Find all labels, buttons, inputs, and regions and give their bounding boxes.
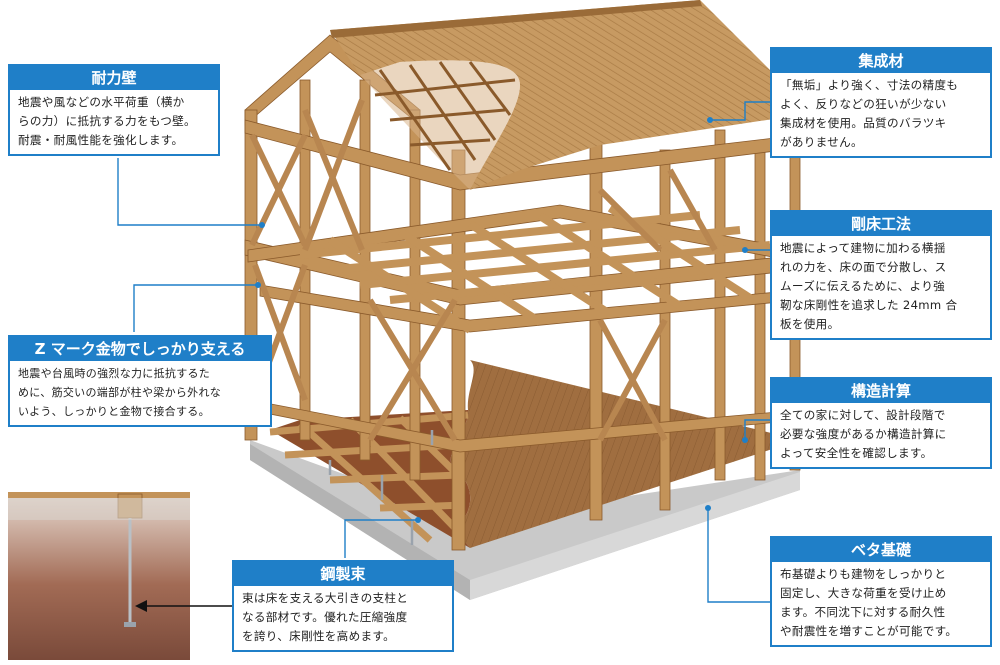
callout-line: いよう、しっかりと金物で接合する。 [18, 405, 210, 418]
callout-line: 必要な強度があるか構造計算に [780, 427, 947, 441]
callout-line: 地震によって建物に加わる横揺 [780, 241, 946, 255]
callout-line: ムーズに伝えるために、より強 [780, 279, 946, 293]
callout-body: 「無垢」より強く、寸法の精度も よく、反りなどの狂いが少ない 集成材を使用。品質… [772, 73, 990, 156]
callout-body: 布基礎よりも建物をしっかりと 固定し、大きな荷重を受け止め ます。不同沈下に対す… [772, 562, 990, 645]
callout-line: 固定し、大きな荷重を受け止め [780, 586, 947, 600]
callout-line: 地震や台風時の強烈な力に抵抗するた [18, 367, 211, 380]
callout-rigid-floor: 剛床工法 地震によって建物に加わる横揺 れの力を、床の面で分散し、ス ムーズに伝… [770, 210, 992, 340]
callout-structural-calc: 構造計算 全ての家に対して、設計段階で 必要な強度があるか構造計算に よって安全… [770, 377, 992, 469]
callout-line: 集成材を使用。品質のバラツキ [780, 116, 947, 130]
callout-line: めに、筋交いの端部が柱や梁から外れな [18, 386, 222, 399]
callout-line: 靭な床剛性を追求した 24mm 合 [780, 298, 958, 312]
callout-line: がありません。 [780, 135, 863, 149]
roof-sheathing [330, 0, 800, 190]
steel-posts [328, 430, 434, 545]
callout-body: 地震や台風時の強烈な力に抵抗するた めに、筋交いの端部が柱や梁から外れな いよう… [10, 361, 270, 425]
callout-title: Z マーク金物でしっかり支える [10, 337, 270, 361]
callout-body: 全ての家に対して、設計段階で 必要な強度があるか構造計算に よって安全性を確認し… [772, 403, 990, 467]
callout-line: らの力）に抵抗する力をもつ壁。 [18, 114, 196, 128]
second-floor-grid [299, 204, 791, 334]
callout-line: 布基礎よりも建物をしっかりと [780, 567, 947, 581]
callout-z-mark-hardware: Z マーク金物でしっかり支える 地震や台風時の強烈な力に抵抗するた めに、筋交い… [8, 335, 272, 427]
callout-line: や耐震性を増すことが可能です。 [780, 624, 958, 638]
diagonal-braces [249, 98, 718, 442]
callout-title: 耐力壁 [10, 66, 218, 90]
callout-title: 剛床工法 [772, 212, 990, 236]
callout-line: 束は床を支える大引きの支柱と [242, 591, 409, 605]
callout-title: 鋼製束 [234, 562, 452, 586]
callout-title: ベタ基礎 [772, 538, 990, 562]
leader-dots [255, 117, 748, 523]
post-arrow-head [135, 600, 147, 612]
callout-line: を誇り、床剛性を高めます。 [242, 629, 395, 643]
callout-line: れの力を、床の面で分散し、ス [780, 260, 947, 274]
callout-body: 地震や風などの水平荷重（横か らの力）に抵抗する力をもつ壁。 耐震・耐風性能を強… [10, 90, 218, 154]
soil-inset [8, 492, 190, 660]
callout-laminated-wood: 集成材 「無垢」より強く、寸法の精度も よく、反りなどの狂いが少ない 集成材を使… [770, 47, 992, 158]
callout-title: 構造計算 [772, 379, 990, 403]
callout-line: 耐震・耐風性能を強化します。 [18, 133, 184, 147]
callout-body: 束は床を支える大引きの支柱と なる部材です。優れた圧縮強度 を誇り、床剛性を高め… [234, 586, 452, 650]
callout-line: 全ての家に対して、設計段階で [780, 408, 946, 422]
callout-line: よく、反りなどの狂いが少ない [780, 97, 947, 111]
callout-line: 地震や風などの水平荷重（横か [18, 95, 185, 109]
roof-rafters-lines [374, 61, 516, 171]
callout-line: よって安全性を確認します。 [780, 446, 933, 460]
callout-steel-post: 鋼製束 束は床を支える大引きの支柱と なる部材です。優れた圧縮強度 を誇り、床剛… [232, 560, 454, 652]
leader-lines [117, 101, 770, 603]
callout-line: なる部材です。優れた圧縮強度 [242, 610, 408, 624]
callout-bearing-wall: 耐力壁 地震や風などの水平荷重（横か らの力）に抵抗する力をもつ壁。 耐震・耐風… [8, 64, 220, 156]
floor-deck [300, 360, 800, 548]
callout-body: 地震によって建物に加わる横揺 れの力を、床の面で分散し、ス ムーズに伝えるために… [772, 236, 990, 338]
callout-line: ます。不同沈下に対する耐久性 [780, 605, 946, 619]
callout-line: 「無垢」より強く、寸法の精度も [780, 78, 959, 92]
callout-mat-foundation: ベタ基礎 布基礎よりも建物をしっかりと 固定し、大きな荷重を受け止め ます。不同… [770, 536, 992, 647]
callout-line: 板を使用。 [780, 317, 840, 331]
callout-title: 集成材 [772, 49, 990, 73]
